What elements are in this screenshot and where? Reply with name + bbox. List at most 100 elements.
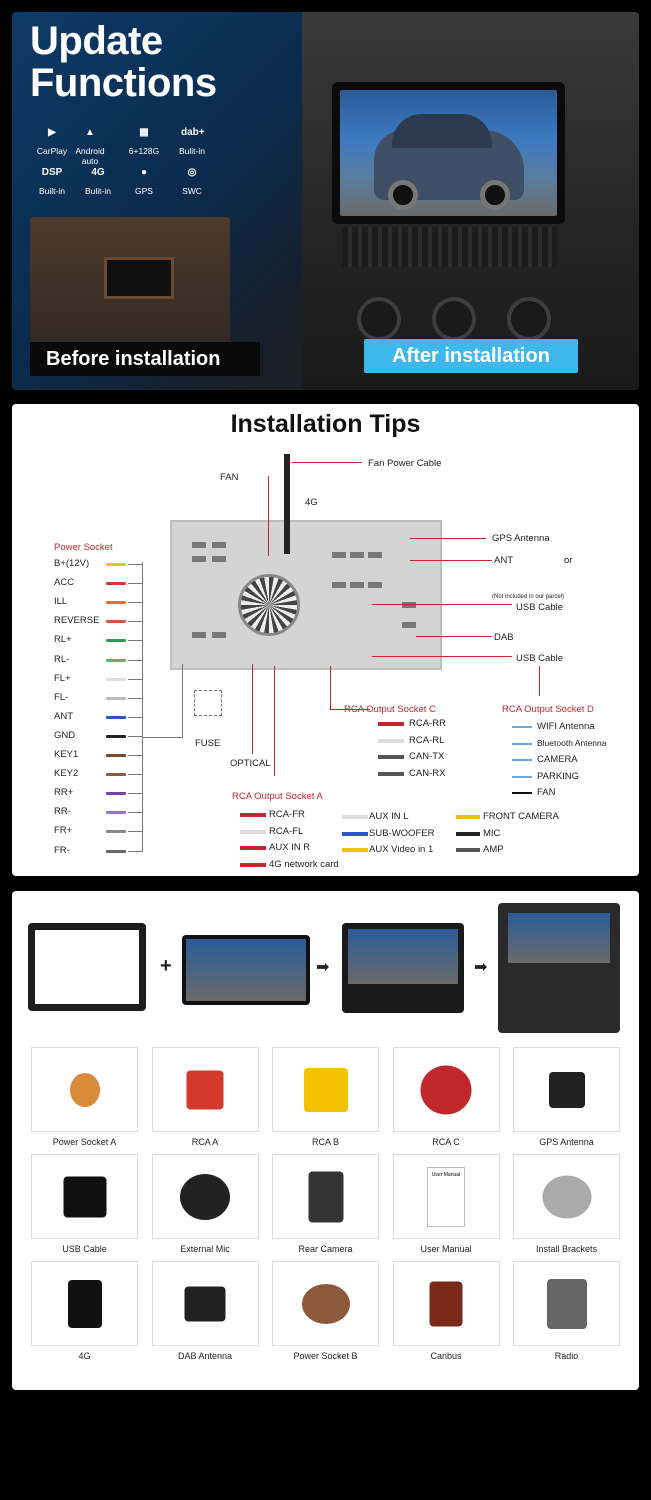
power-pin-label: ILL <box>54 596 68 608</box>
ant-label: ANT <box>494 555 513 566</box>
rca-d-wire <box>512 742 532 745</box>
rca-a-item: SUB-WOOFER <box>369 827 435 839</box>
or-label: or <box>564 555 573 566</box>
feature-label: Android auto <box>75 146 105 166</box>
rca-a-item: AUX IN R <box>269 842 311 853</box>
accessory-item <box>513 1047 620 1132</box>
power-pin-label: FL+ <box>54 672 71 684</box>
accessory-image <box>420 1065 472 1114</box>
rca-d-wire <box>512 775 532 778</box>
feature-label: Bulit-in <box>179 146 205 156</box>
plus-icon: + <box>160 955 172 977</box>
power-pin-wire <box>106 601 126 605</box>
gps-antenna-label: GPS Antenna <box>492 533 550 544</box>
accessory-image <box>303 1067 348 1112</box>
update-functions-banner: Update Functions ▶CarPlay▲Android auto▦6… <box>12 12 639 390</box>
accessory-image <box>548 1071 585 1108</box>
feature-label: Built-in <box>39 186 65 196</box>
pin-connector <box>128 659 142 661</box>
accessory-caption: Rear Camera <box>298 1244 353 1254</box>
accessory-item <box>151 1261 259 1346</box>
rca-c-item: CAN-RX <box>409 767 446 779</box>
accessory-image <box>542 1175 591 1218</box>
feature-label: Bulit-in <box>85 186 111 196</box>
accessory-caption: USB Cable <box>62 1244 107 1254</box>
cooling-fan-icon <box>238 574 300 636</box>
rca-c-plug <box>378 755 404 759</box>
pin-connector <box>128 831 142 833</box>
rca-d-wire <box>512 759 532 761</box>
accessory-image <box>67 1279 102 1328</box>
accessory-image <box>69 1072 100 1107</box>
rca-d-item: CAMERA <box>537 754 578 765</box>
pin-connector <box>128 793 142 795</box>
feature-label: GPS <box>135 186 153 196</box>
chip-icon: ▦ <box>139 127 149 138</box>
installation-tips-panel: Installation Tips Fan Power Cable FAN 4G… <box>12 404 639 876</box>
gps-icon: ● <box>140 167 148 178</box>
feature-4g: 4G Bulit-in <box>78 162 118 196</box>
accessory-image <box>546 1278 587 1329</box>
installation-tips-title: Installation Tips <box>230 410 421 438</box>
rca-a-plug <box>342 815 368 819</box>
rca-a-plug <box>456 831 480 836</box>
accessory-caption: Canbus <box>430 1351 462 1361</box>
pin-connector <box>128 850 142 852</box>
pin-connector <box>128 602 142 604</box>
4g-label: 4G <box>305 497 318 508</box>
rca-d-title: RCA Output Socket D <box>502 704 594 715</box>
accessory-caption: DAB Antenna <box>177 1351 233 1361</box>
rca-a-item: 4G network card <box>269 858 339 870</box>
rca-a-plug <box>240 829 266 834</box>
feature-carplay: ▶CarPlay <box>32 122 72 156</box>
pin-connector <box>128 697 142 699</box>
radio-unit-image <box>182 935 310 1005</box>
rca-a-plug <box>342 848 368 852</box>
carplay-icon: ▶ <box>48 127 56 138</box>
pin-connector <box>128 583 142 585</box>
power-pin-label: RL+ <box>54 634 72 646</box>
feature-label: 6+128G <box>128 146 160 156</box>
power-pin-wire <box>106 677 126 681</box>
rca-d-item: WIFI Antenna <box>537 721 595 732</box>
power-pin-wire <box>106 639 126 643</box>
power-pin-label: GND <box>54 729 76 741</box>
dab-label: DAB <box>494 632 514 643</box>
accessory-item <box>31 1261 138 1346</box>
usb-cable-1-label: USB Cable <box>516 602 563 613</box>
rca-a-item: AMP <box>483 844 504 855</box>
power-pin-label: ACC <box>54 577 75 589</box>
radio-screen <box>332 82 565 224</box>
rca-a-plug <box>240 862 266 867</box>
accessory-image <box>308 1171 343 1222</box>
power-pin-label: FR+ <box>54 825 73 837</box>
rca-a-title: RCA Output Socket A <box>232 791 323 802</box>
pin-connector <box>128 640 142 642</box>
accessory-caption: Power Socket B <box>293 1351 358 1361</box>
feature-dab: dab+Bulit-in <box>172 122 212 156</box>
rca-a-plug <box>240 846 266 850</box>
power-pin-wire <box>106 734 126 738</box>
installed-dashboard-image <box>498 903 620 1033</box>
arrow-right-icon: ➡ <box>474 959 488 976</box>
pin-connector <box>128 812 142 814</box>
rca-c-plug <box>378 722 404 726</box>
power-pin-label: FR- <box>54 844 70 856</box>
rca-c-title: RCA Output Socket C <box>344 704 436 715</box>
4g-icon: 4G <box>91 167 105 178</box>
rca-a-plug <box>342 831 368 836</box>
power-pin-label: REVERSE <box>54 615 100 627</box>
climate-knob-right <box>507 297 551 341</box>
feature-android-auto: ▲Android auto <box>70 122 110 166</box>
power-pin-label: KEY1 <box>54 749 79 760</box>
pin-connector <box>128 735 142 737</box>
power-pin-wire <box>106 830 126 834</box>
optical-label: OPTICAL <box>230 758 271 769</box>
power-pin-wire <box>106 811 126 815</box>
pin-connector <box>128 755 142 756</box>
accessory-item <box>31 1047 138 1132</box>
accessory-caption: External Mic <box>180 1244 230 1254</box>
accessory-item <box>513 1154 620 1239</box>
rca-a-item: RCA-FL <box>269 825 304 837</box>
